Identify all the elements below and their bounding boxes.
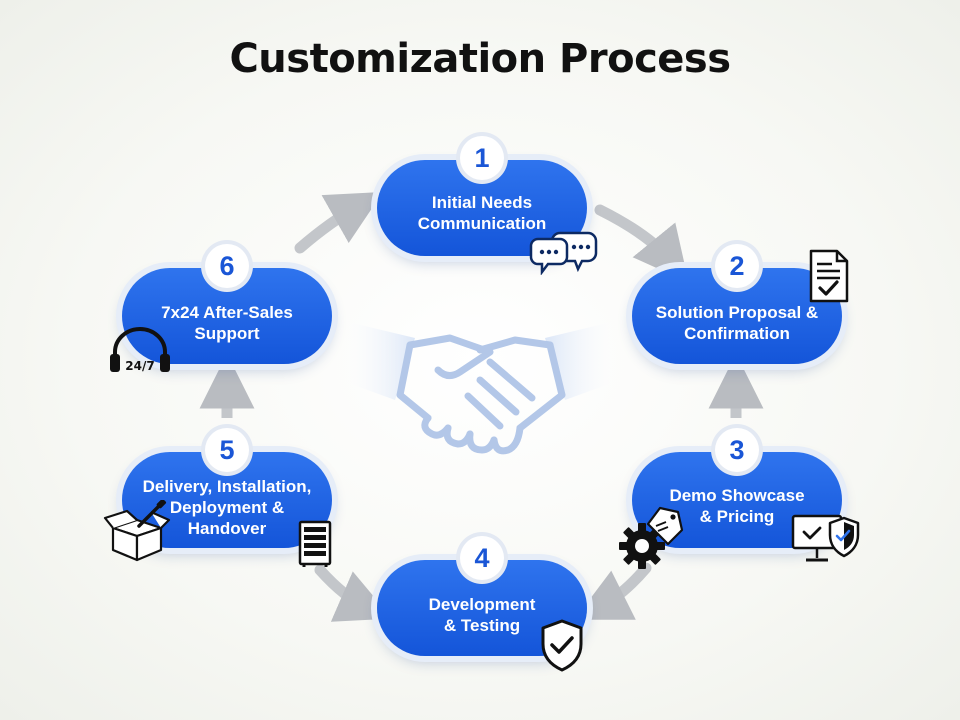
gear-price-tag-icon — [619, 506, 684, 569]
step-number-badge: 2 — [715, 244, 759, 288]
monitor-shield-icon — [791, 514, 860, 562]
headset-24-7-icon: 24/7 — [110, 327, 170, 373]
step-number-badge: 1 — [460, 136, 504, 180]
step-label: Initial Needs Communication — [417, 193, 547, 233]
step-label: Delivery, Installation, Deployment & Han… — [142, 476, 312, 538]
step-number-badge: 6 — [205, 244, 249, 288]
step-number-badge: 4 — [460, 536, 504, 580]
handshake-icon — [340, 320, 620, 455]
step-6-after-sales-support: 6 7x24 After-Sales Support — [122, 244, 332, 364]
speech-bubbles-icon — [529, 231, 598, 275]
checklist-document-icon — [809, 249, 849, 303]
step-label: Development & Testing — [428, 595, 536, 635]
step-label: Solution Proposal & Confirmation — [655, 303, 819, 343]
step-label: Demo Showcase & Pricing — [669, 486, 805, 526]
shield-check-icon — [541, 619, 583, 672]
server-rack-icon — [298, 520, 332, 567]
step-label: 7x24 After-Sales Support — [161, 303, 293, 343]
headset-label: 24/7 — [125, 359, 154, 373]
step-number-badge: 5 — [205, 428, 249, 472]
step-number-badge: 3 — [715, 428, 759, 472]
step-1-initial-needs: 1 Initial Needs Communication — [377, 136, 587, 256]
diagram-title: Customization Process — [229, 36, 731, 82]
arrow-3-to-4 — [574, 562, 652, 620]
open-box-tool-icon — [103, 500, 171, 562]
arrow-1-to-2 — [594, 204, 689, 283]
step-2-solution-proposal: 2 Solution Proposal & Confirmation — [632, 244, 842, 364]
arrow-6-to-1 — [294, 191, 383, 254]
arrow-5-to-4 — [314, 564, 393, 622]
